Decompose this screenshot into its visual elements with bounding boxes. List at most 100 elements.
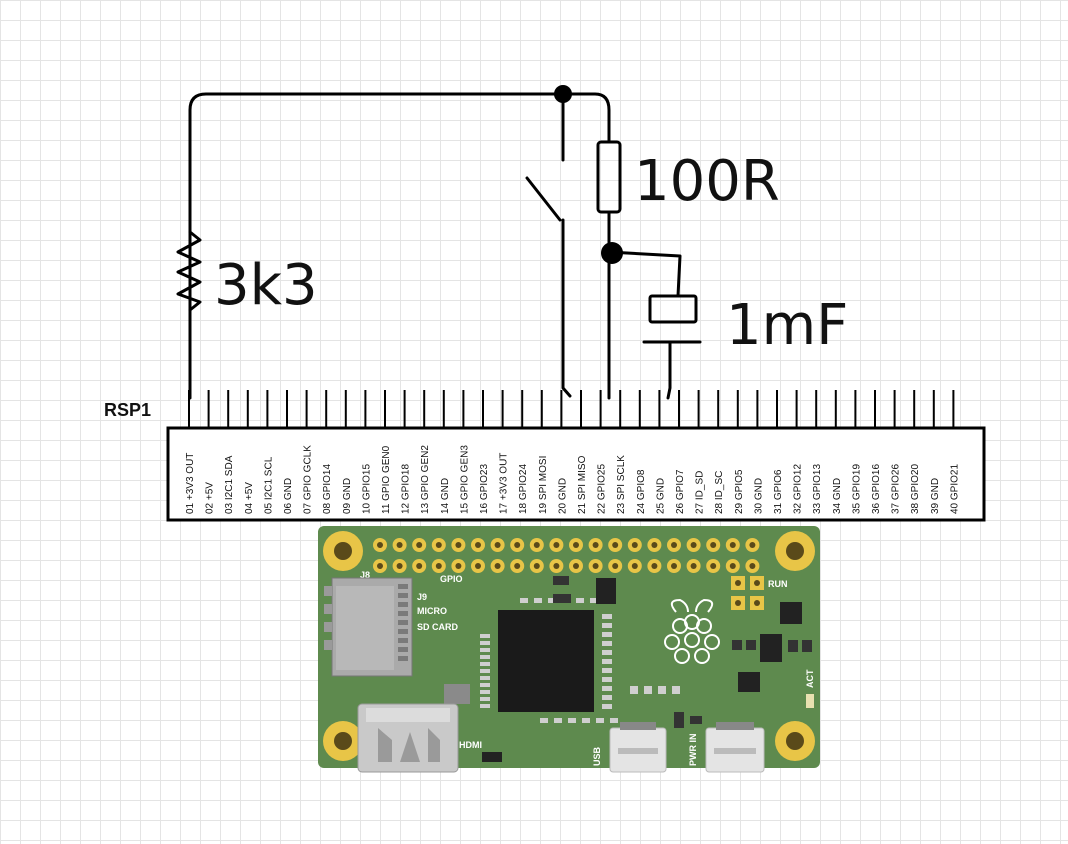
usb-connector bbox=[609, 722, 667, 773]
gpio-pad bbox=[373, 559, 387, 573]
sd-contact bbox=[398, 602, 408, 607]
header-pin-label: 35 GPIO19 bbox=[851, 464, 862, 514]
smd-component bbox=[602, 641, 612, 646]
sd-contact bbox=[398, 584, 408, 589]
header-pin-label: 32 GPIO12 bbox=[793, 464, 804, 514]
gpio-pad bbox=[412, 538, 427, 552]
label-j8: J8 bbox=[360, 570, 370, 580]
header-pin-label: 36 GPIO16 bbox=[871, 464, 882, 514]
header-label: RSP1 bbox=[104, 400, 151, 420]
sd-contact bbox=[398, 638, 408, 643]
gpio-pad bbox=[549, 559, 564, 573]
gpio-pad bbox=[725, 538, 740, 552]
smd-component bbox=[658, 686, 666, 694]
sd-contact bbox=[398, 647, 408, 652]
gpio-pad bbox=[667, 538, 681, 552]
header-pin-label: 30 GND bbox=[753, 478, 764, 514]
header-pin-label: 02 +5V bbox=[205, 482, 216, 514]
smd-component bbox=[590, 598, 598, 603]
smd-component bbox=[582, 718, 590, 723]
gpio-pad bbox=[667, 559, 681, 573]
smd-component bbox=[480, 648, 490, 652]
gpio-pad bbox=[471, 538, 485, 552]
sd-card-inner bbox=[336, 586, 394, 670]
gpio-pad bbox=[451, 559, 466, 573]
smd-component bbox=[610, 718, 618, 723]
smd-component bbox=[644, 686, 652, 694]
header-pin-label: 06 GND bbox=[283, 478, 294, 514]
ic-chip bbox=[760, 634, 782, 662]
smd-component bbox=[602, 632, 612, 637]
gpio-pad bbox=[412, 559, 427, 573]
smd-component bbox=[480, 697, 490, 701]
smd-component bbox=[576, 598, 584, 603]
gpio-pad bbox=[529, 538, 544, 552]
raspberry-logo-icon bbox=[664, 598, 720, 664]
gpio-pad bbox=[490, 559, 505, 573]
smd-component bbox=[480, 683, 490, 687]
header-pin-label: 34 GND bbox=[832, 478, 843, 514]
label-run: RUN bbox=[768, 579, 788, 589]
smd-component bbox=[602, 695, 612, 700]
gpio-pad bbox=[549, 538, 564, 552]
label-j9: J9 bbox=[417, 592, 427, 602]
sd-contact bbox=[398, 611, 408, 616]
header-pin-label: 12 GPIO18 bbox=[401, 464, 412, 514]
smd-component bbox=[788, 640, 798, 652]
gpio-pad bbox=[706, 559, 721, 573]
sd-contact bbox=[398, 629, 408, 634]
header-pin-label: 17 +3V3 OUT bbox=[499, 453, 510, 514]
header-box bbox=[166, 426, 986, 522]
mounting-hole bbox=[775, 531, 815, 571]
sd-latch bbox=[324, 604, 332, 614]
capacitor-lead-to-gnd bbox=[666, 340, 672, 400]
header-pin-label: 22 GPIO25 bbox=[597, 464, 608, 514]
label-hdmi: HDMI bbox=[459, 740, 482, 750]
smd-component bbox=[602, 650, 612, 655]
gpio-pad bbox=[588, 559, 603, 573]
gpio-pad bbox=[510, 559, 525, 573]
sd-contact bbox=[398, 620, 408, 625]
header-pin-label: 39 GND bbox=[930, 478, 941, 514]
power-connector bbox=[705, 722, 765, 773]
header-pin-label: 01 +3V3 OUT bbox=[185, 453, 196, 514]
header-pin-label: 40 GPIO21 bbox=[949, 464, 960, 514]
gpio-pad bbox=[608, 559, 623, 573]
gpio-pad bbox=[647, 559, 662, 573]
smd-component bbox=[480, 634, 490, 638]
smd-component bbox=[553, 594, 571, 603]
switch-bottom-lead bbox=[561, 218, 572, 398]
crystal bbox=[596, 578, 616, 604]
label-1mf: 1mF bbox=[726, 293, 848, 358]
header-pin-label: 29 GPIO5 bbox=[734, 469, 745, 514]
hdmi-connector bbox=[357, 703, 459, 773]
smd-component bbox=[534, 598, 542, 603]
schematic bbox=[176, 92, 702, 400]
smd-component bbox=[568, 718, 576, 723]
header-pin-label: 11 GPIO GEN0 bbox=[381, 445, 392, 514]
gpio-pad bbox=[627, 559, 642, 573]
label-pwr-in: PWR IN bbox=[688, 734, 698, 767]
gpio-pad bbox=[490, 538, 505, 552]
label-3k3: 3k3 bbox=[214, 253, 318, 318]
header-pin-label: 37 GPIO26 bbox=[891, 464, 902, 514]
smd-component bbox=[480, 669, 490, 673]
label-sd-card: SD CARD bbox=[417, 622, 459, 632]
run-header bbox=[731, 576, 764, 610]
header-pin-label: 23 SPI SCLK bbox=[616, 455, 627, 514]
junction-dot-mid bbox=[601, 242, 623, 264]
smd-component bbox=[480, 690, 490, 694]
smd-component bbox=[554, 718, 562, 723]
gpio-pad bbox=[745, 559, 760, 573]
smd-component bbox=[480, 676, 490, 680]
sd-latch bbox=[324, 586, 332, 596]
act-led bbox=[806, 694, 814, 708]
gpio-pad bbox=[373, 538, 387, 552]
ic-chip bbox=[780, 602, 802, 624]
smd-component bbox=[602, 686, 612, 691]
smd-component bbox=[674, 712, 684, 728]
capacitor-wire bbox=[607, 250, 682, 298]
smd-component bbox=[596, 718, 604, 723]
gpio-pad bbox=[627, 538, 642, 552]
